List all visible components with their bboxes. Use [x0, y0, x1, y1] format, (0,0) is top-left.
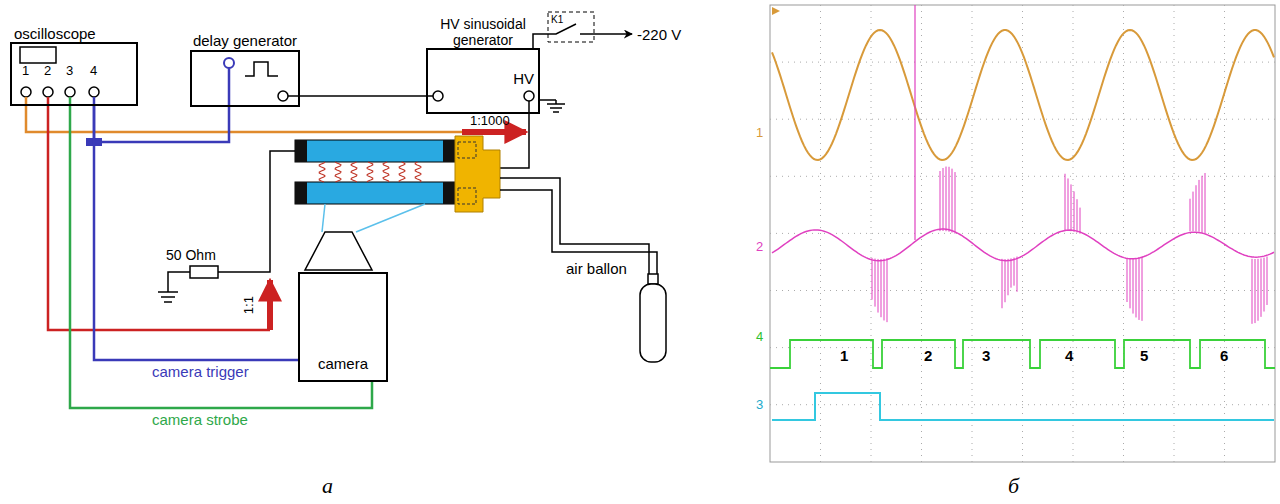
- resistor-value: 50 Ohm: [166, 248, 216, 263]
- oscillogram: [770, 5, 1275, 462]
- current-probe-arrow: [267, 280, 273, 330]
- camera-lens: [305, 232, 372, 270]
- node-text: HV: [513, 70, 534, 87]
- switch-name: K1: [551, 14, 563, 25]
- signal-wire: [94, 106, 229, 142]
- ch1-wire: [26, 97, 462, 132]
- wire-label: camera trigger: [150, 364, 251, 381]
- node-title: oscilloscope: [14, 25, 96, 44]
- delay-stub: [228, 68, 231, 107]
- channel-sockets: [21, 87, 99, 97]
- panel-letter: а: [322, 474, 333, 498]
- channel-marker: 2: [756, 240, 763, 254]
- node-title: delay generator: [182, 32, 308, 52]
- channel-marker: 4: [756, 330, 763, 344]
- channel-number: 3: [66, 64, 73, 78]
- gas-tubes: [500, 178, 657, 276]
- ground-symbol: [540, 100, 565, 112]
- channel-number: 2: [44, 64, 51, 78]
- switch-lever: [533, 24, 576, 48]
- instrument-box: delay generator: [190, 50, 300, 107]
- ground-symbol: [158, 272, 190, 302]
- channel-number: 4: [90, 64, 97, 78]
- frame-number: 3: [982, 348, 990, 365]
- hv-out-socket: [524, 91, 534, 101]
- node-title: HV sinusoidal generator: [420, 17, 546, 50]
- balloon-label: air ballon: [566, 260, 644, 280]
- light-beams: [322, 204, 425, 232]
- gas-connector: [455, 136, 500, 212]
- camera-body: camera: [298, 272, 388, 382]
- instrument-box: HV sinusoidal generatorHV: [426, 48, 540, 114]
- voltage-label: -220 V: [637, 27, 681, 44]
- hv-probe-arrow: [462, 129, 526, 135]
- pulse-symbol: [245, 62, 278, 76]
- air-balloon: [640, 274, 666, 362]
- frame-number: 2: [924, 348, 932, 365]
- frame-number: 4: [1065, 348, 1073, 365]
- scope-screen: [20, 47, 56, 63]
- frame-number: 6: [1220, 348, 1228, 365]
- channel-number: 1: [22, 64, 29, 78]
- signal-wire: [300, 95, 426, 97]
- channel-marker: 1: [756, 126, 763, 140]
- signal-wire: [94, 106, 298, 360]
- hv-wire: [500, 101, 529, 168]
- node-title: camera: [300, 355, 386, 372]
- shunt-wire: [218, 151, 295, 272]
- node-title: air ballon: [566, 260, 644, 277]
- hv-in-socket: [433, 91, 443, 101]
- delay-socket: [224, 58, 234, 68]
- probe-ratio: 1:1000: [470, 114, 510, 128]
- probe-ratio: 1:1: [242, 296, 256, 314]
- frame-number: 5: [1140, 348, 1148, 365]
- resistor-symbol: [190, 266, 218, 278]
- delay-out-socket: [278, 91, 288, 101]
- discharge-cell: [295, 140, 455, 204]
- channel-marker: 3: [756, 398, 763, 412]
- panel-letter: б: [1008, 474, 1019, 498]
- wire-label: camera strobe: [150, 412, 250, 429]
- mains-arrow: [580, 33, 632, 35]
- ch2-wire: [48, 97, 270, 330]
- frame-number: 1: [840, 348, 848, 365]
